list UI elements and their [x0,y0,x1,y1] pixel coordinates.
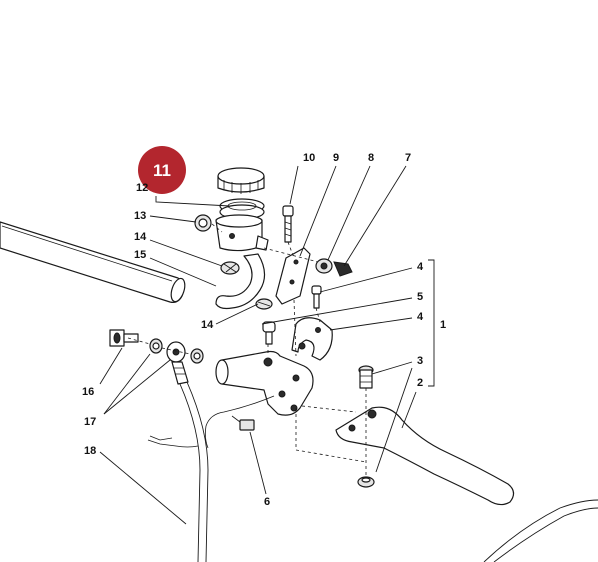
label-14-upper: 14 [134,231,147,243]
reservoir-diaphragm [219,198,265,220]
reservoir-hose [215,253,266,310]
master-cylinder-body [215,350,314,416]
bracket-fixing-screw [333,261,353,277]
pivot-nut [357,476,375,488]
banjo-fitting [262,321,276,345]
label-6: 6 [264,496,270,508]
badge-circle [138,146,186,194]
handlebar-tube [0,221,186,303]
badge-number: 11 [153,161,171,180]
sealing-washer-right [190,348,204,364]
hose-clamp-lower [255,298,273,310]
brake-lever [335,406,515,506]
label-10: 10 [303,152,315,164]
sealing-washer-left [149,338,163,354]
label-4-upper: 4 [417,261,424,273]
label-3: 3 [417,355,423,367]
figure-number-badge: 11 [138,146,186,194]
leader-lines [99,165,435,525]
label-9: 9 [333,152,339,164]
clamp-screw-upper [311,285,322,309]
reservoir-bracket [275,247,311,305]
part-number-labels: 12 13 14 15 14 10 9 8 7 4 5 4 1 3 2 16 1… [82,152,446,508]
handlebar-clamp [291,317,333,361]
banjo-bolt [109,329,139,347]
label-17: 17 [84,416,96,428]
reservoir-bush [194,214,212,232]
label-15: 15 [134,249,146,261]
brake-hose [166,341,209,562]
label-13: 13 [134,210,146,222]
lever-pivot-bolt [358,365,374,389]
bracket-screw [282,205,294,243]
reservoir-cap [217,167,265,194]
bracket-bush [315,258,333,274]
cable-lower-right [483,499,598,562]
assembly-guide-lines [127,223,367,476]
label-12: 12 [136,182,148,194]
brake-light-switch [147,395,275,449]
label-5: 5 [417,291,423,303]
hose-clamp-upper [220,261,240,275]
fluid-reservoir [215,214,269,252]
label-16: 16 [82,386,94,398]
label-8: 8 [368,152,374,164]
label-4-lower: 4 [417,311,424,323]
label-2: 2 [417,377,423,389]
label-7: 7 [405,152,411,164]
label-18: 18 [84,445,96,457]
label-14-lower: 14 [201,319,214,331]
label-1: 1 [440,319,446,331]
